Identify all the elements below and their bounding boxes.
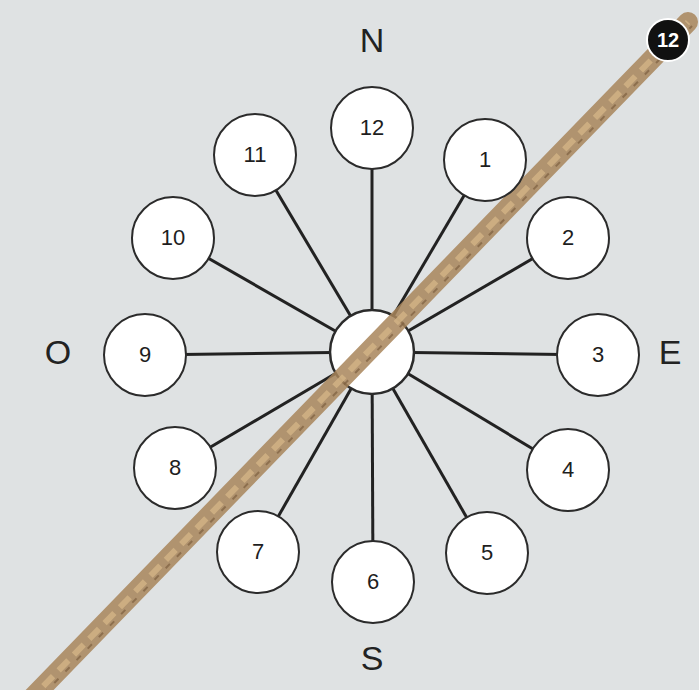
- hour-circle: 5: [445, 511, 529, 595]
- hour-circle: 11: [213, 113, 297, 197]
- hour-circle: 4: [526, 428, 610, 512]
- compass-letter: O: [45, 335, 71, 369]
- hour-number: 2: [562, 227, 574, 249]
- hour-number: 12: [360, 117, 384, 139]
- hour-number: 7: [252, 541, 264, 563]
- hour-number: 10: [161, 227, 185, 249]
- hour-circle: 2: [526, 196, 610, 280]
- hour-circle: 10: [131, 196, 215, 280]
- hour-number: 6: [367, 571, 379, 593]
- hour-number: 5: [481, 542, 493, 564]
- hour-circle: 9: [103, 313, 187, 397]
- hour-number: 3: [592, 344, 604, 366]
- number-badge: 12: [646, 18, 690, 62]
- rope-body: [28, 22, 688, 690]
- hour-circle: 12: [330, 86, 414, 170]
- hour-number: 1: [479, 149, 491, 171]
- hour-number: 12: [657, 30, 679, 50]
- rope-strand: [32, 26, 692, 690]
- hour-circle: 8: [133, 426, 217, 510]
- hour-circle: 6: [331, 540, 415, 624]
- rope: [28, 22, 692, 690]
- compass-letter: N: [360, 23, 385, 57]
- hour-number: 9: [139, 344, 151, 366]
- hour-circle: 1: [443, 118, 527, 202]
- hour-number: 4: [562, 459, 574, 481]
- hour-circle: 3: [556, 313, 640, 397]
- hour-number: 11: [244, 144, 267, 166]
- compass-letter: S: [361, 641, 384, 675]
- rope-strand: [28, 22, 688, 690]
- compass-letter: E: [659, 335, 682, 369]
- hour-number: 8: [169, 457, 181, 479]
- hour-circle: 7: [216, 510, 300, 594]
